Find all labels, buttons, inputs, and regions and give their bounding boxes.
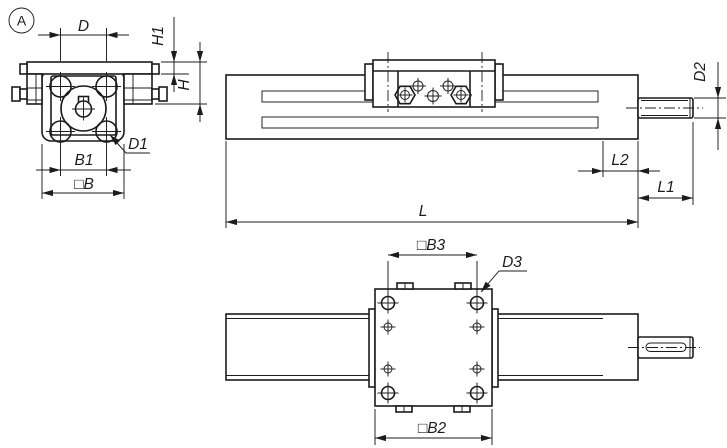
side-bolt-left xyxy=(11,86,28,102)
plate-holes-large xyxy=(377,292,488,404)
dim-label-D3: D3 xyxy=(502,254,522,271)
dimension-L: L xyxy=(225,141,638,228)
dim-label-D1: D1 xyxy=(128,136,148,153)
plate-holes-small xyxy=(380,319,485,377)
dim-label-D: D xyxy=(78,18,89,35)
plate-endcap-right xyxy=(491,308,499,388)
detail-circle xyxy=(8,7,35,34)
dim-label-H1: H1 xyxy=(150,26,167,46)
drive-shaft-side xyxy=(626,97,703,119)
saddle-tab-right xyxy=(151,63,160,75)
dimension-B1: B1 xyxy=(36,146,131,176)
dimension-D2: D2 xyxy=(692,62,726,150)
side-view: D2 L2 L1 L xyxy=(225,52,726,228)
hex-screw-left xyxy=(394,85,416,105)
flange-inner-square xyxy=(50,75,117,136)
dimension-H1: H1 xyxy=(150,17,207,92)
dim-label-L1: L1 xyxy=(657,179,674,196)
dim-label-H: H xyxy=(176,79,193,91)
dim-label-B: □B xyxy=(74,176,94,193)
wing-right xyxy=(123,73,153,105)
carriage-endcap-right xyxy=(494,63,504,101)
dim-label-L2: L2 xyxy=(611,152,629,169)
dimension-B: □B xyxy=(41,144,125,199)
hex-screw-right xyxy=(450,85,472,105)
carriage-endcap-left xyxy=(364,63,374,101)
saddle-plate xyxy=(26,61,153,75)
plan-view: □B3 D3 □B2 xyxy=(225,237,700,445)
rail-plan-left xyxy=(225,313,376,381)
centering-collar xyxy=(60,85,107,132)
dim-label-B2: □B2 xyxy=(418,420,447,437)
side-bolt-right xyxy=(151,86,168,102)
leader-D3: D3 xyxy=(480,254,527,293)
carriage-holes xyxy=(410,78,456,105)
dim-label-D2: D2 xyxy=(692,62,709,82)
dimension-B3: □B3 xyxy=(387,237,478,293)
drive-shaft-plan xyxy=(628,336,700,359)
dimension-B2: □B2 xyxy=(374,409,493,445)
leader-D1: D1 xyxy=(109,134,150,154)
dim-label-L: L xyxy=(419,203,428,220)
plate-tabs xyxy=(395,282,472,413)
dimension-H: H xyxy=(155,42,207,122)
detail-label: A xyxy=(17,13,27,29)
front-view: A xyxy=(8,7,207,199)
wing-left xyxy=(26,73,43,105)
plate-endcap-left xyxy=(368,308,376,388)
saddle-tab-left xyxy=(19,63,28,75)
rail-slot-lower xyxy=(261,116,599,129)
flange-corner-holes xyxy=(46,72,121,146)
dim-label-B3: □B3 xyxy=(417,237,446,254)
dim-label-B1: B1 xyxy=(75,152,94,169)
carriage-side xyxy=(364,52,504,112)
dimension-L1: L1 xyxy=(638,122,694,205)
carriage-body xyxy=(372,59,496,108)
dimension-D: D xyxy=(38,18,129,61)
dimension-L2: L2 xyxy=(578,141,660,228)
rail-plan-right xyxy=(491,313,639,381)
